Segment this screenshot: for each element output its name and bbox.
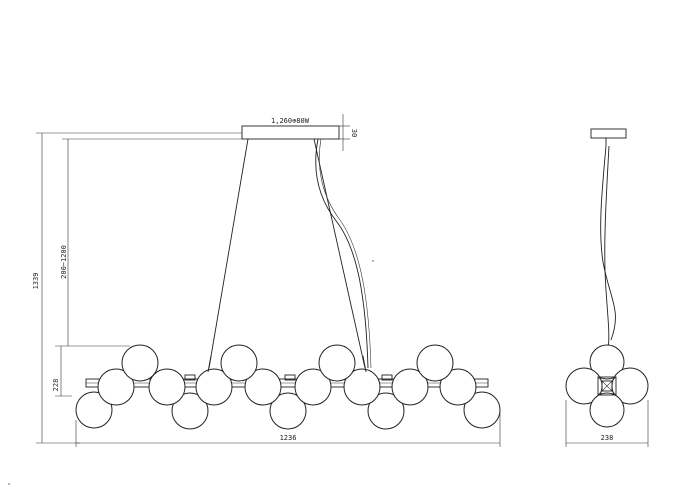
globe [75,391,113,429]
globe [439,368,477,406]
top-row-globes [121,344,454,382]
canopy-height-label: 30 [350,129,358,137]
globe [343,368,381,406]
overall-height-dimension: 1339 [32,132,242,444]
side-globe-bottom [589,392,625,428]
drawing-dot [8,483,10,485]
side-power-cable [600,145,616,341]
fixture-height-label: 228 [52,379,60,392]
globe [269,392,307,430]
middle-row-globes [97,368,477,406]
cable-range-dimension: 200~1200 [60,138,242,346]
overall-width-label: 1236 [280,434,297,442]
canopy [241,125,340,140]
side-width-dimension: 238 [565,400,649,447]
globe [416,344,454,382]
globe [244,368,282,406]
globe [294,368,332,406]
power-cable-2 [319,138,372,369]
overall-height-label: 1339 [32,273,40,290]
front-view: 1,260⊕80W 30 1339 200~1200 [32,114,501,447]
side-suspension-wire [604,145,610,351]
globe [148,368,186,406]
drawing-dot [372,260,374,262]
globe [367,392,405,430]
globe [121,344,159,382]
bottom-row-globes [75,391,501,430]
globe [171,392,209,430]
cable-range-label: 200~1200 [60,245,68,279]
globe [97,368,135,406]
canopy-label: 1,260⊕80W [271,117,310,125]
side-canopy [590,128,627,139]
overall-width-dimension: 1236 [75,410,501,447]
left-suspension-wire [208,138,249,369]
canopy-height-dimension: 30 [339,114,358,151]
side-view: 238 [565,128,649,447]
side-width-label: 238 [601,434,614,442]
globe [220,344,258,382]
globe [391,368,429,406]
power-cable [315,138,369,369]
globe [318,344,356,382]
side-globe-top [589,344,625,380]
fixture-height-dimension: 228 [52,345,130,397]
side-hub [597,376,617,396]
right-suspension-wire [313,138,366,369]
globe [195,368,233,406]
